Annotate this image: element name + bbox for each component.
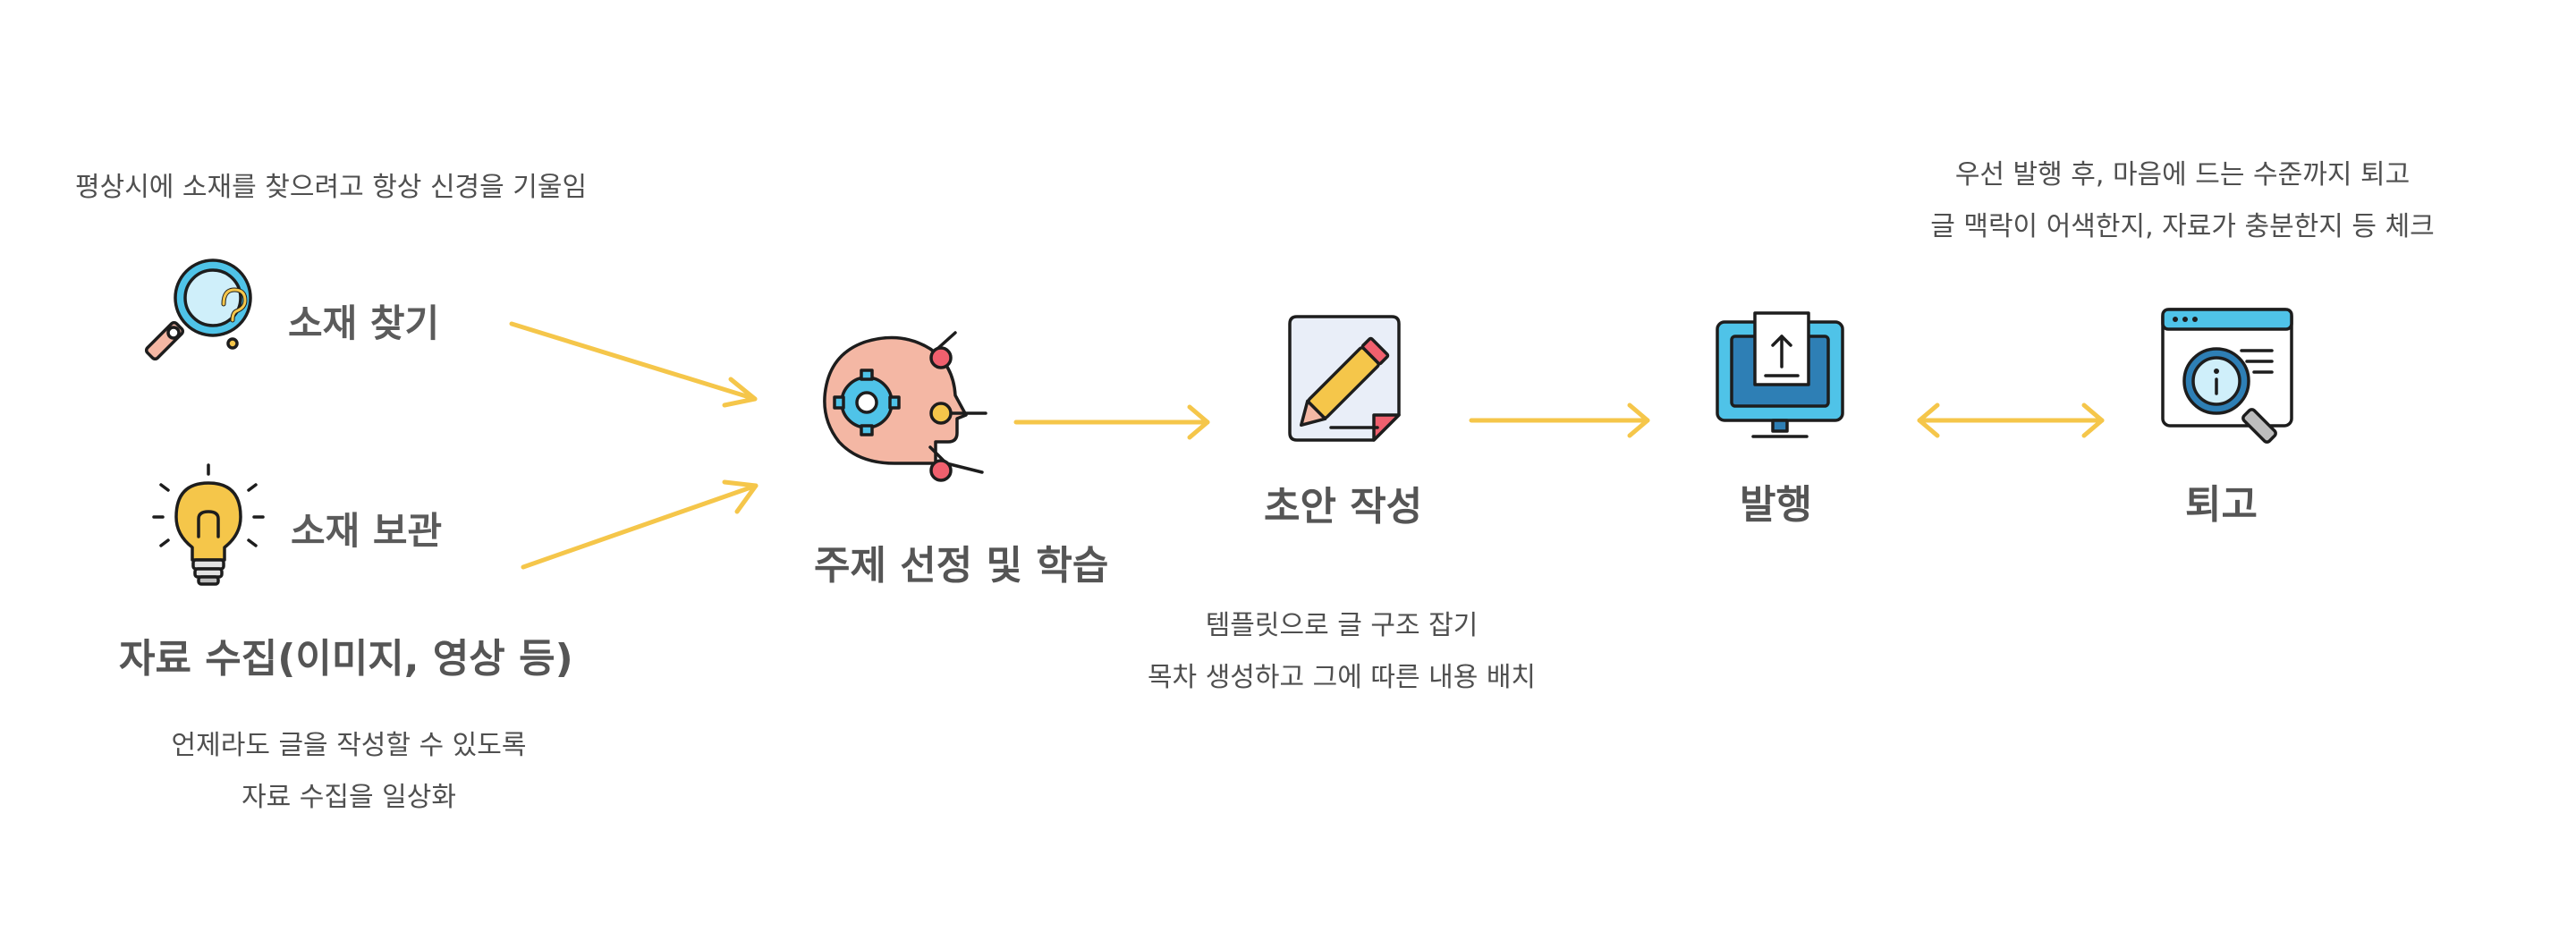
arrow-publish-revise-bidirectional bbox=[1917, 402, 2105, 438]
collect-title: 자료 수집(이미지, 영상 등) bbox=[119, 636, 573, 682]
draft-description: 템플릿으로 글 구조 잡기 목차 생성하고 그에 따른 내용 배치 bbox=[1100, 603, 1583, 694]
browser-magnifier-info-icon bbox=[2161, 308, 2293, 444]
draft-description-line-2: 목차 생성하고 그에 따른 내용 배치 bbox=[1147, 662, 1537, 693]
arrow-draft-to-publish bbox=[1469, 402, 1650, 438]
store-material-label: 소재 보관 bbox=[291, 509, 443, 553]
magnifier-question-icon bbox=[144, 258, 252, 361]
arrow-topic-to-draft bbox=[1013, 404, 1210, 440]
topic-label: 주제 선정 및 학습 bbox=[814, 543, 1109, 589]
collect-description: 언제라도 글을 작성할 수 있도록 자료 수집을 일상화 bbox=[134, 723, 564, 814]
revise-description-line-1: 우선 발행 후, 마음에 드는 수준까지 퇴고 bbox=[1954, 159, 2411, 191]
monitor-upload-icon bbox=[1716, 311, 1844, 438]
collect-description-line-2: 자료 수집을 일상화 bbox=[242, 782, 456, 813]
arrow-store-to-topic bbox=[521, 479, 758, 570]
head-gear-icon bbox=[823, 331, 987, 482]
revise-description-line-2: 글 맥락이 어색한지, 자료가 충분한지 등 체크 bbox=[1930, 211, 2435, 242]
collect-note: 평상시에 소재를 찾으려고 항상 신경을 기울임 bbox=[75, 172, 588, 203]
revise-label: 퇴고 bbox=[2185, 482, 2258, 528]
arrow-find-to-topic bbox=[509, 321, 758, 408]
revise-description: 우선 발행 후, 마음에 드는 수준까지 퇴고 글 맥락이 어색한지, 자료가 … bbox=[1878, 152, 2487, 243]
collect-description-line-1: 언제라도 글을 작성할 수 있도록 bbox=[171, 730, 527, 761]
draft-label: 초안 작성 bbox=[1264, 484, 1423, 530]
lightbulb-icon bbox=[152, 463, 265, 586]
publish-label: 발행 bbox=[1740, 482, 1812, 528]
document-pencil-icon bbox=[1288, 315, 1401, 442]
draft-description-line-1: 템플릿으로 글 구조 잡기 bbox=[1205, 610, 1479, 641]
find-material-label: 소재 찾기 bbox=[288, 301, 440, 345]
